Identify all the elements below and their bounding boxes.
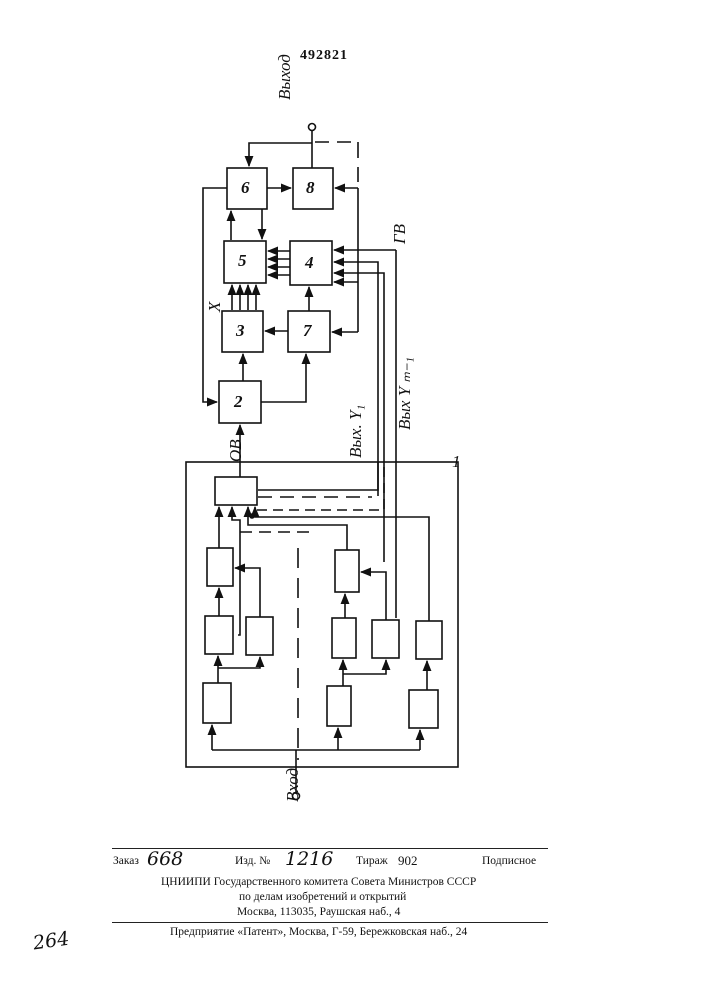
block-3-label: 3 [236,321,245,341]
inner-block-r5 [327,686,351,726]
block-8-label: 8 [306,178,315,198]
inner-block-r4 [416,621,442,659]
patent-number: 492821 [300,48,348,64]
out-ym1-exit [257,462,384,510]
gv-label: ГВ [390,224,410,244]
inner-block-l3 [246,617,273,655]
out-y1-exit [258,462,378,490]
x-bus-label: X [205,302,225,312]
edition-value: 1216 [285,848,333,870]
block-1-register [215,477,257,505]
l4-to-l3 [218,657,260,668]
out-ym1-label: Вых Y ₘ₋₁ [395,357,415,430]
inner-block-r3 [372,620,399,658]
footer-line3: по делам изобретений и открытий [239,891,406,903]
block-4-label: 4 [305,253,314,273]
inner-block-l1 [207,548,233,586]
block-6-label: 6 [241,178,250,198]
junction-reg [250,514,254,518]
inner-block-l2 [205,616,233,654]
wire-y1-to-4 [334,262,378,496]
input-label: Вход [283,768,303,802]
block-5-label: 5 [238,251,247,271]
footer-rule-bottom [112,922,548,923]
circulation-label: Тираж [356,855,388,867]
inner-block-r6 [409,690,438,728]
ov-label: ОВ [226,439,246,462]
r1-to-reg [248,507,347,550]
out-y1-label: Вых. Y₁ [346,405,366,458]
r3-to-r1 [361,572,386,620]
wire-6-to-2 [203,188,227,402]
r4-to-reg [255,507,429,621]
wire-2-to-7 [261,354,306,402]
block-1-frame [186,462,458,767]
order-value: 668 [147,848,183,870]
wire-out-to-6 [249,143,312,166]
l3-to-l1 [235,568,260,617]
circulation-value: 902 [398,853,418,869]
block-1-label: 1 [452,452,461,472]
block-2-label: 2 [234,392,243,412]
output-terminal [309,124,316,131]
inner-block-r2 [332,618,356,658]
order-label: Заказ [113,855,139,867]
block-7-label: 7 [303,321,312,341]
inner-block-l4 [203,683,231,723]
edition-label: Изд. № [235,855,270,867]
r5-to-r3 [343,660,386,674]
footer-line4: Москва, 113035, Раушская наб., 4 [237,906,400,918]
inner-block-r1 [335,550,359,592]
output-label: Выход [275,54,295,100]
subscription-label: Подписное [482,855,536,867]
footer-line2: ЦНИИПИ Государственного комитета Совета … [161,876,476,888]
footer-line5: Предприятие «Патент», Москва, Г-59, Бере… [170,926,467,938]
